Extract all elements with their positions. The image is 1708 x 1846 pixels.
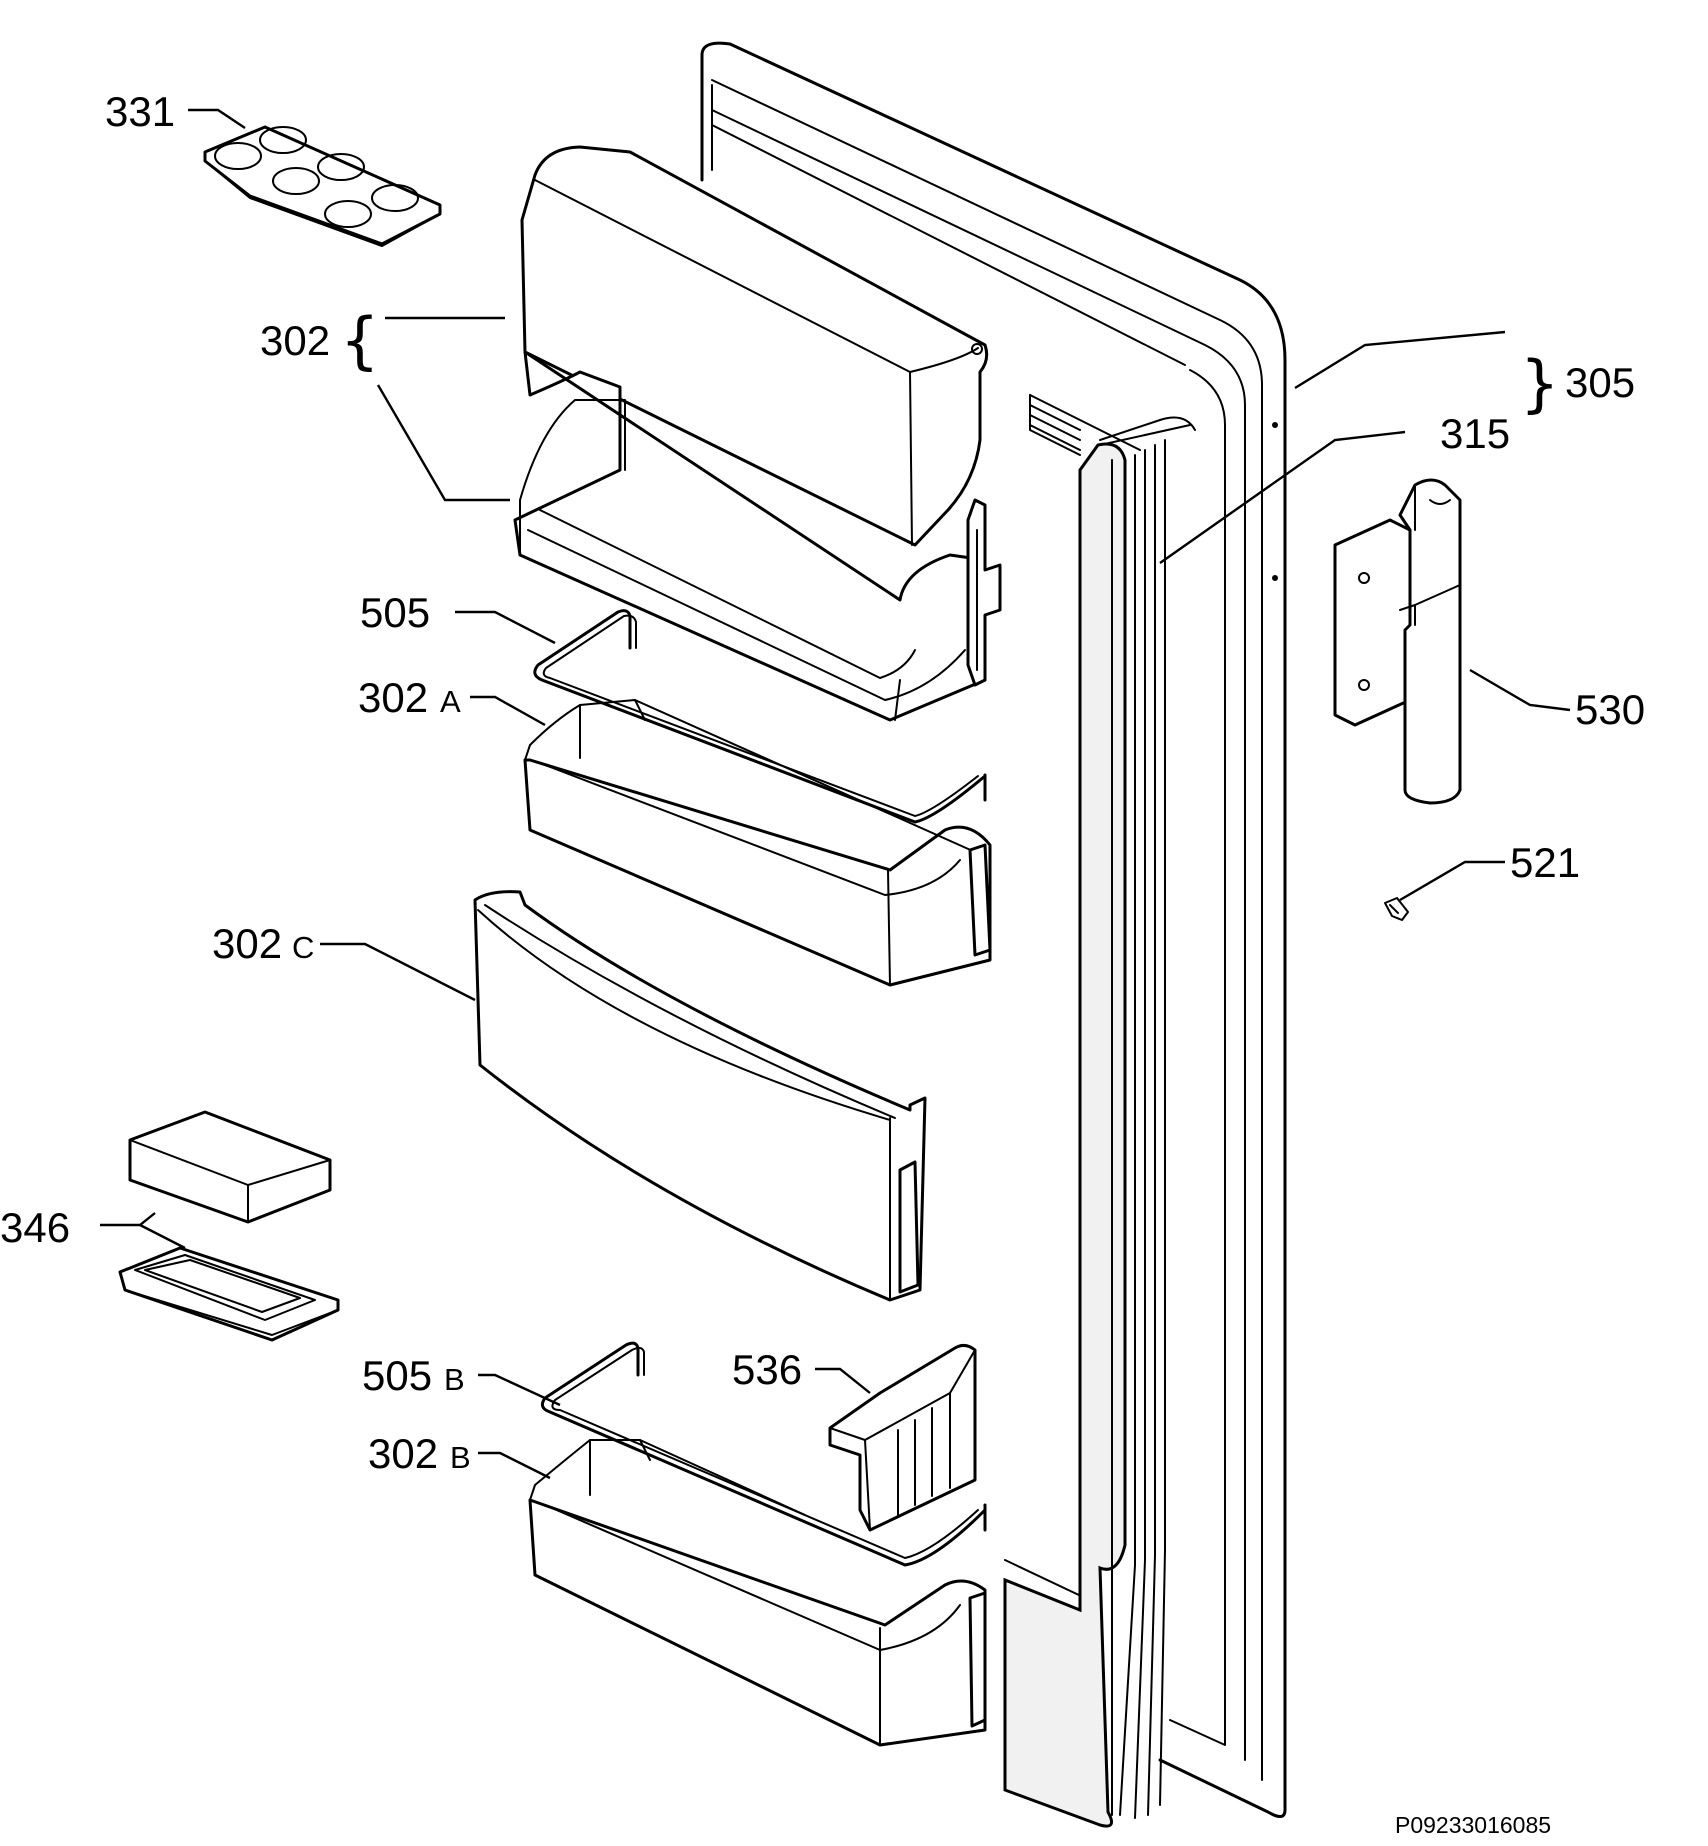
butter-dish xyxy=(118,1110,340,1342)
label-530: 530 xyxy=(1575,686,1645,733)
label-331: 331 xyxy=(105,88,175,135)
wire-rail-b xyxy=(540,1341,987,1567)
label-302b-number: 302 xyxy=(368,1430,438,1477)
bracket-302: { xyxy=(340,304,379,377)
egg-tray xyxy=(203,125,442,247)
label-505: 505 xyxy=(360,589,430,636)
hinge-screw xyxy=(1384,897,1409,921)
door-hinge xyxy=(1333,478,1462,805)
label-302c-number: 302 xyxy=(212,920,282,967)
label-302a-number: 302 xyxy=(358,674,428,721)
bracket-305: } xyxy=(1520,347,1559,420)
door-shelf-b xyxy=(528,1439,987,1747)
label-315: 315 xyxy=(1440,410,1510,457)
label-521: 521 xyxy=(1510,839,1580,886)
door-shelf-a xyxy=(523,699,992,987)
label-302c-suffix: C xyxy=(292,930,314,965)
label-505b-suffix: B xyxy=(444,1362,465,1397)
part-labels: 331 302 { } 305 315 505 302 A 530 521 30… xyxy=(0,88,1645,1477)
label-505b-number: 505 xyxy=(362,1352,432,1399)
wire-rail xyxy=(533,609,987,824)
label-302: 302 xyxy=(260,317,330,364)
dairy-compartment xyxy=(513,145,1002,722)
label-302b-suffix: B xyxy=(450,1440,471,1475)
leader-lines xyxy=(100,108,1571,1480)
label-305: 305 xyxy=(1565,359,1635,406)
label-302a-suffix: A xyxy=(440,684,461,719)
label-346: 346 xyxy=(0,1204,70,1251)
bottle-divider xyxy=(828,1343,977,1532)
door-gasket xyxy=(1003,394,1196,1828)
label-536: 536 xyxy=(732,1346,802,1393)
drawing-code: P09233016085 xyxy=(1395,1812,1551,1838)
bottle-guard xyxy=(473,890,927,1302)
